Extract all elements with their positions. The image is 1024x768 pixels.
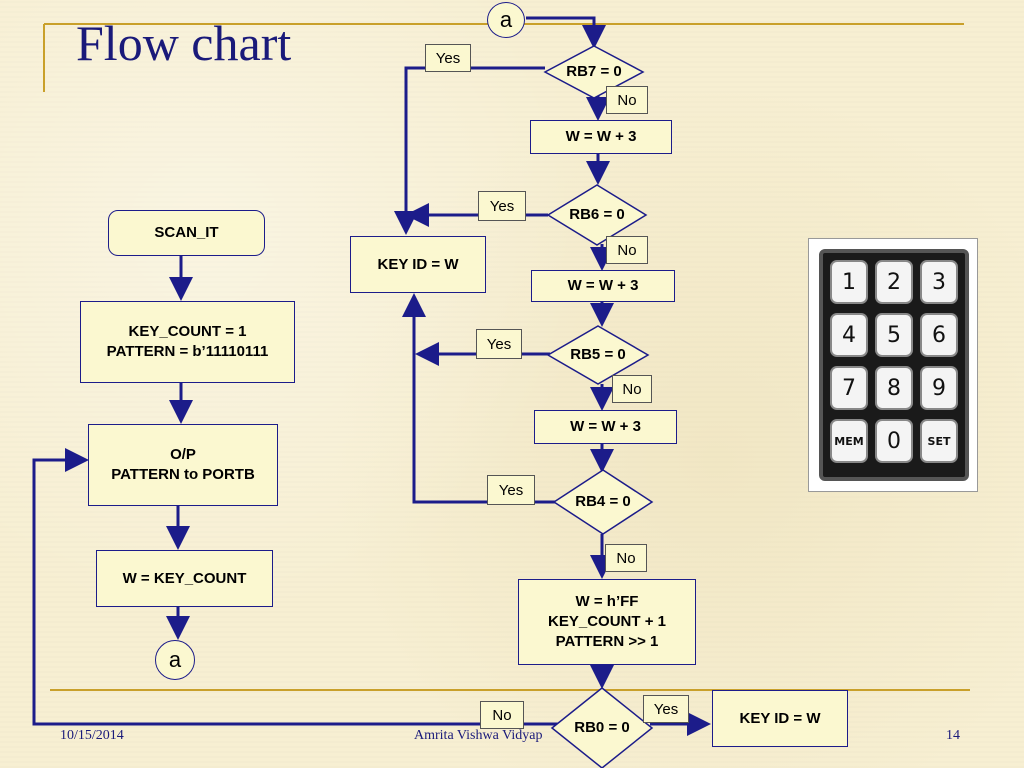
key-8: 8: [875, 366, 913, 410]
rb0-diamond: [550, 687, 654, 768]
rb5-diamond: [546, 325, 650, 385]
key-mem: MEM: [830, 419, 868, 463]
key-id-right-label: KEY ID = W: [739, 709, 821, 727]
output-line-1: O/P: [170, 446, 196, 463]
rb7-label: RB7 = 0: [566, 63, 622, 80]
init-process-box: KEY_COUNT = 1 PATTERN = b’11110111: [80, 301, 295, 383]
key-6: 6: [920, 313, 958, 357]
update-line-1: W = h’FF: [575, 593, 639, 610]
w-key-count-box: W = KEY_COUNT: [96, 550, 273, 607]
key-3: 3: [920, 260, 958, 304]
rb0-label: RB0 = 0: [574, 719, 630, 736]
footer-date: 10/15/2014: [60, 728, 124, 743]
footer-page-number: 14: [946, 728, 960, 743]
yes-tag-rb5: Yes: [476, 329, 522, 359]
update-process-box: W = h’FF KEY_COUNT + 1 PATTERN >> 1: [518, 579, 696, 665]
output-line-2: PATTERN to PORTB: [111, 466, 255, 483]
connector-a-top-label: a: [499, 7, 513, 32]
scan-it-label: SCAN_IT: [154, 224, 219, 241]
yes-tag-rb7: Yes: [425, 44, 471, 72]
w-key-count-label: W = KEY_COUNT: [122, 569, 247, 587]
no-tag-rb6: No: [606, 236, 648, 264]
add-three-box-3: W = W + 3: [534, 410, 677, 444]
key-5: 5: [875, 313, 913, 357]
rb6-label: RB6 = 0: [569, 206, 625, 223]
rb4-diamond: [552, 469, 654, 535]
add-three-label-3: W = W + 3: [570, 418, 641, 435]
update-line-3: PATTERN >> 1: [555, 633, 659, 650]
no-tag-rb0: No: [480, 701, 524, 729]
key-id-box-right: KEY ID = W: [712, 690, 848, 747]
no-tag-rb4: No: [605, 544, 647, 572]
rb4-label: RB4 = 0: [575, 493, 631, 510]
key-id-left-label: KEY ID = W: [377, 255, 459, 273]
key-1: 1: [830, 260, 868, 304]
init-line-1: KEY_COUNT = 1: [128, 323, 247, 340]
key-2: 2: [875, 260, 913, 304]
yes-tag-rb6: Yes: [478, 191, 526, 221]
rb6-diamond: [546, 184, 648, 246]
rb7-diamond: [543, 45, 645, 99]
rb5-label: RB5 = 0: [570, 346, 626, 363]
keypad-body: 1 2 3 4 5 6 7 8 9 MEM 0 SET: [819, 249, 969, 481]
footer-author: Amrita Vishwa Vidyap: [414, 728, 543, 743]
page-title: Flow chart: [76, 15, 292, 71]
connector-a-bottom-label: a: [168, 647, 182, 672]
key-4: 4: [830, 313, 868, 357]
yes-tag-rb4: Yes: [487, 475, 535, 505]
add-three-label-1: W = W + 3: [565, 128, 637, 145]
add-three-box-1: W = W + 3: [530, 120, 672, 154]
scan-it-terminal: SCAN_IT: [108, 210, 265, 256]
no-tag-rb7: No: [606, 86, 648, 114]
init-line-2: PATTERN = b’11110111: [106, 343, 269, 360]
connector-a-bottom: a: [155, 640, 195, 680]
key-id-box-left: KEY ID = W: [350, 236, 486, 293]
key-9: 9: [920, 366, 958, 410]
connector-a-top: a: [487, 2, 525, 38]
key-set: SET: [920, 419, 958, 463]
keypad-image: 1 2 3 4 5 6 7 8 9 MEM 0 SET: [808, 238, 978, 492]
key-7: 7: [830, 366, 868, 410]
no-tag-rb5: No: [612, 375, 652, 403]
output-process-box: O/P PATTERN to PORTB: [88, 424, 278, 506]
update-line-2: KEY_COUNT + 1: [548, 613, 666, 630]
add-three-label-2: W = W + 3: [567, 277, 639, 294]
key-0: 0: [875, 419, 913, 463]
add-three-box-2: W = W + 3: [531, 270, 675, 302]
yes-tag-rb0: Yes: [643, 695, 689, 723]
